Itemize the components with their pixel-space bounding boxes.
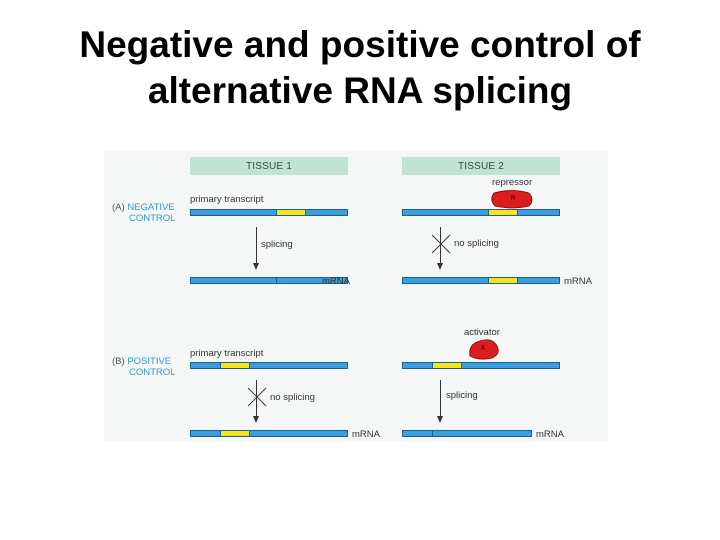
a1-primary-transcript-label: primary transcript <box>190 194 263 205</box>
b1-primary-transcript-label: primary transcript <box>190 348 263 359</box>
title-line-2: alternative RNA splicing <box>0 68 720 114</box>
b2-splicing-arrow <box>440 380 441 418</box>
repressor-label: repressor <box>492 177 532 188</box>
b2-mrna <box>402 430 532 437</box>
panel-b-label: (B) POSITIVE CONTROL <box>112 356 175 378</box>
tissue-2-header: TISSUE 2 <box>402 157 560 175</box>
a2-mrna-label: mRNA <box>564 276 592 287</box>
b2-exon-junction <box>432 431 433 436</box>
a2-primary-transcript <box>402 209 560 216</box>
a1-splicing-arrowhead <box>253 263 259 270</box>
a1-splicing-arrow <box>256 227 257 265</box>
repressor-letter: R <box>507 195 519 202</box>
panel-b-word-1: POSITIVE <box>127 356 171 367</box>
b1-block-x-icon <box>246 386 268 408</box>
slide-title: Negative and positive control of alterna… <box>0 22 720 114</box>
activator-label: activator <box>464 327 500 338</box>
a2-mrna <box>402 277 560 284</box>
splicing-diagram: TISSUE 1 TISSUE 2 (A) NEGATIVE CONTROL (… <box>104 150 608 442</box>
b2-primary-transcript <box>402 362 560 369</box>
title-line-1: Negative and positive control of <box>0 22 720 68</box>
panel-a-word-2: CONTROL <box>129 213 175 224</box>
panel-b-word-2: CONTROL <box>129 367 175 378</box>
a1-alternative-exon <box>276 209 306 216</box>
b1-mrna <box>190 430 348 437</box>
a1-exon-junction <box>276 278 277 283</box>
a2-no-splicing-label: no splicing <box>454 238 499 249</box>
b1-mrna-alternative-exon <box>220 430 250 437</box>
panel-a-word-1: NEGATIVE <box>127 202 174 213</box>
activator-letter: A <box>477 345 489 352</box>
panel-b-letter: (B) <box>112 356 125 367</box>
b2-mrna-label: mRNA <box>536 429 564 440</box>
tissue-1-header: TISSUE 1 <box>190 157 348 175</box>
a2-block-x-icon <box>430 233 452 255</box>
b2-alternative-exon <box>432 362 462 369</box>
b1-alternative-exon <box>220 362 250 369</box>
a2-alternative-exon <box>488 209 518 216</box>
b1-mrna-label: mRNA <box>352 429 380 440</box>
a1-primary-transcript <box>190 209 348 216</box>
b1-primary-transcript <box>190 362 348 369</box>
b1-no-splicing-label: no splicing <box>270 392 315 403</box>
b1-blocked-arrowhead <box>253 416 259 423</box>
panel-a-label: (A) NEGATIVE CONTROL <box>112 202 175 224</box>
panel-a-letter: (A) <box>112 202 125 213</box>
a2-blocked-arrowhead <box>437 263 443 270</box>
a2-mrna-alternative-exon <box>488 277 518 284</box>
b2-splicing-label: splicing <box>446 390 478 401</box>
b2-splicing-arrowhead <box>437 416 443 423</box>
a1-splicing-label: splicing <box>261 239 293 250</box>
a1-mrna-label: mRNA <box>322 276 350 287</box>
